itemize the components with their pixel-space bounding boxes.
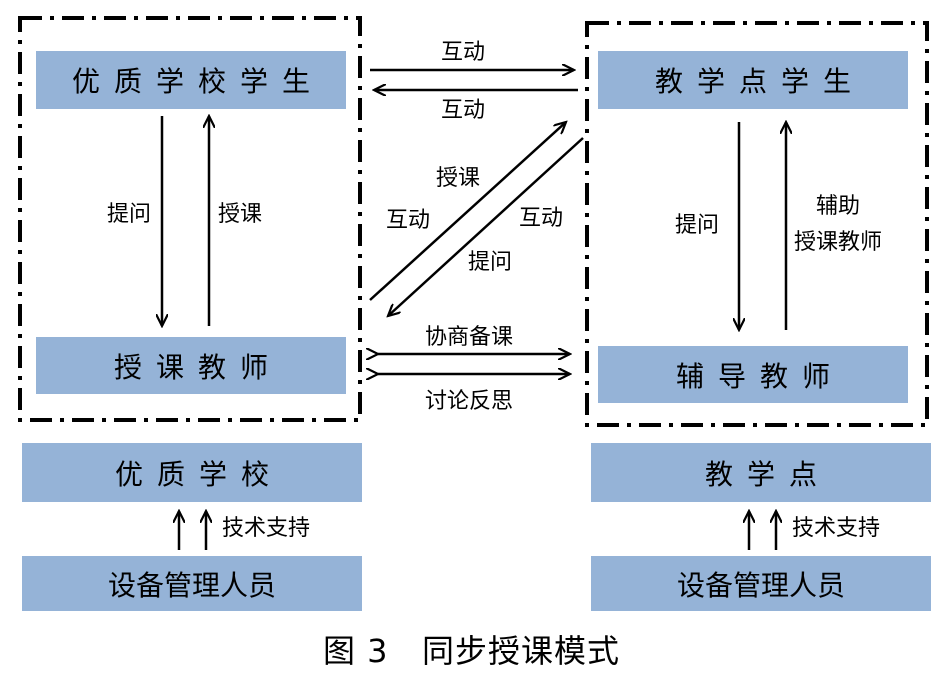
right-assist-line2: 授课教师 (794, 229, 883, 255)
right-equipment-staff-label: 设备管理人员 (676, 568, 845, 602)
right-equipment-staff-box: 设备管理人员 (591, 556, 931, 611)
tutor-label: 辅导教师 (675, 359, 844, 393)
quality-school-label: 优质学校 (114, 457, 283, 491)
right-assist-line1: 辅助 (816, 194, 861, 219)
right-tech-support-label: 技术支持 (792, 516, 881, 541)
right-ask-label: 提问 (675, 213, 720, 238)
lecturer-label: 授课教师 (113, 350, 282, 384)
quality-school-box: 优质学校 (22, 443, 362, 502)
tutor-box: 辅导教师 (598, 346, 908, 403)
teaching-point-students-label: 教学点学生 (654, 65, 865, 98)
interact-bottom-label: 互动 (441, 98, 486, 123)
diag-interact-left-label: 互动 (386, 208, 431, 233)
right-group-frame (585, 21, 929, 427)
diag-teach-label: 授课 (436, 166, 481, 191)
lecturer-box: 授课教师 (36, 337, 346, 394)
discuss-reflect-label: 讨论反思 (425, 389, 514, 414)
teaching-point-box: 教学点 (591, 443, 931, 502)
left-ask-label: 提问 (107, 202, 152, 227)
left-tech-support-label: 技术支持 (222, 516, 311, 541)
interact-top-label: 互动 (441, 40, 486, 65)
diag-arrow-down (388, 137, 584, 316)
figure-caption: 图 3 同步授课模式 (322, 632, 621, 670)
teaching-point-label: 教学点 (704, 457, 831, 491)
diag-ask-label: 提问 (468, 250, 513, 275)
diag-interact-right-label: 互动 (519, 206, 564, 231)
left-equipment-staff-box: 设备管理人员 (22, 556, 362, 611)
teaching-point-students-box: 教学点学生 (598, 51, 908, 109)
diag-arrow-up (369, 122, 566, 301)
left-equipment-staff-label: 设备管理人员 (107, 568, 276, 602)
co-prepare-label: 协商备课 (425, 325, 514, 350)
quality-school-students-label: 优质学校学生 (71, 65, 324, 98)
left-group-frame (18, 16, 362, 422)
left-teach-label: 授课 (218, 202, 263, 227)
quality-school-students-box: 优质学校学生 (36, 51, 346, 109)
right-assist-label: 辅助 授课教师 (794, 192, 882, 257)
